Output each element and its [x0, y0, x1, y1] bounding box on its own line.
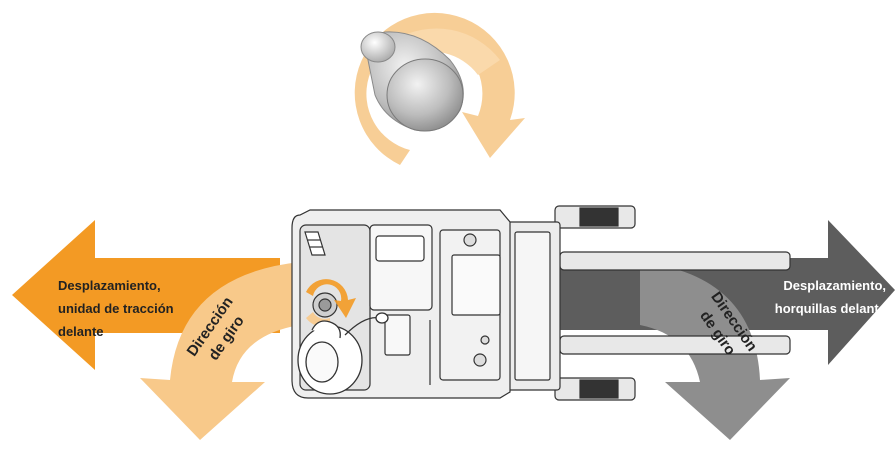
label-right-travel: Desplazamiento, horquillas delante	[775, 278, 886, 316]
right-travel-line2: horquillas delante	[775, 301, 886, 316]
right-travel-line1: Desplazamiento,	[783, 278, 886, 293]
label-left-travel: Desplazamiento, unidad de tracción delan…	[58, 278, 174, 339]
left-travel-line2: unidad de tracción	[58, 301, 174, 316]
travel-arrow-forks-forward	[560, 220, 895, 365]
left-travel-line1: Desplazamiento,	[58, 278, 161, 293]
operator-icon	[297, 312, 389, 395]
turn-arrow-left	[140, 262, 300, 440]
left-travel-line3: delante	[58, 324, 104, 339]
joystick-knob-icon	[360, 31, 464, 132]
